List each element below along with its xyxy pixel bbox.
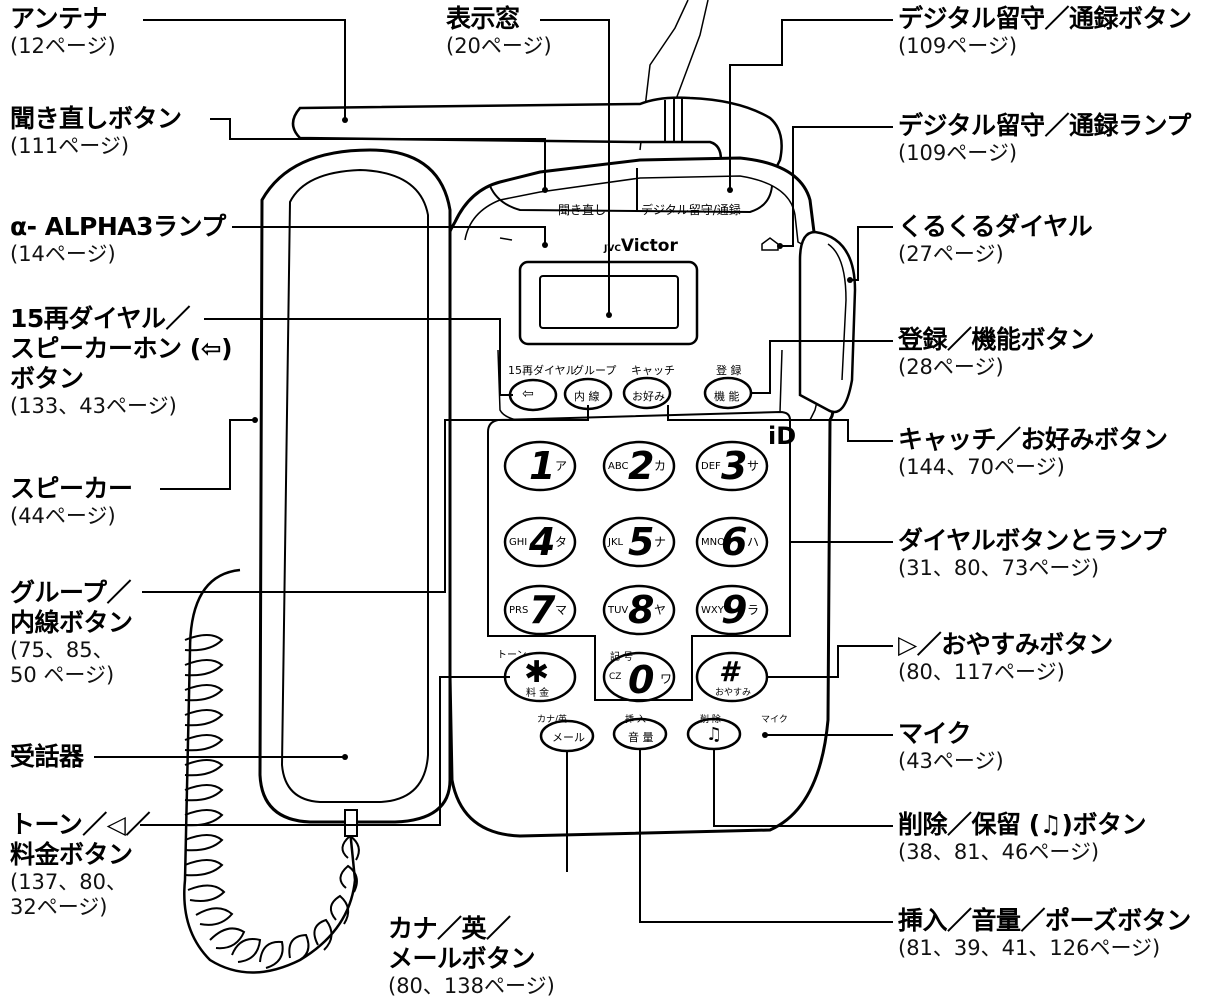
label-recheck: 聞き直しボタン(111ページ) bbox=[10, 104, 182, 158]
leader-lines bbox=[94, 19, 893, 923]
key-0 bbox=[602, 651, 676, 703]
group-button-label[interactable]: 内 線 bbox=[574, 390, 600, 403]
key-hash bbox=[695, 651, 769, 703]
zero-sub: CZ bbox=[609, 672, 622, 682]
key-4 bbox=[503, 516, 577, 568]
antenna bbox=[291, 96, 783, 178]
star-sub: 料 金 bbox=[526, 688, 550, 699]
func-label-catch: キャッチ bbox=[631, 364, 675, 377]
label-kana: カナ／英／メールボタン(80、138ページ) bbox=[388, 914, 555, 998]
label-catch: キャッチ／お好みボタン(144、70ページ) bbox=[898, 425, 1168, 479]
leader-dots bbox=[252, 117, 853, 760]
label-kurukuru: くるくるダイヤル(27ページ) bbox=[898, 212, 1093, 266]
cord-line-b bbox=[671, 0, 709, 111]
brand-logo: JVCVictor bbox=[604, 236, 678, 256]
key-hash-label[interactable]: # bbox=[719, 655, 739, 688]
volume-button-label[interactable]: 音 量 bbox=[628, 731, 654, 744]
label-display: 表示窓(20ページ) bbox=[446, 4, 552, 58]
kigo-label: 記 号 bbox=[610, 652, 634, 663]
catch-button-label[interactable]: お好み bbox=[632, 390, 665, 403]
label-dial: ダイヤルボタンとランプ(31、80、73ページ) bbox=[898, 526, 1167, 580]
cord-coils bbox=[184, 634, 360, 969]
hash-sub: おやすみ bbox=[715, 688, 752, 698]
label-redial: 15再ダイヤル／ スピーカーホン (⇦) ボタン(133、43ページ) bbox=[10, 304, 233, 418]
zero-kana: ワ bbox=[660, 672, 673, 686]
kurukuru-dial bbox=[798, 230, 857, 414]
bottom-label-mic: マイク bbox=[761, 715, 788, 725]
label-insert: 挿入／音量／ポーズボタン(81、39、41、126ページ) bbox=[898, 906, 1191, 960]
label-delete: 削除／保留 (♫)ボタン(38、81、46ページ) bbox=[898, 810, 1146, 864]
key-2 bbox=[602, 440, 676, 492]
label-digital-lamp: デジタル留守／通録ランプ(109ページ) bbox=[898, 111, 1191, 165]
label-mic: マイク(43ページ) bbox=[898, 719, 1004, 773]
key-1 bbox=[503, 440, 577, 492]
label-group: グループ／内線ボタン (75、85、50 ページ) bbox=[10, 578, 133, 687]
coiled-cord bbox=[183, 568, 357, 974]
label-digital-button: デジタル留守／通録ボタン(109ページ) bbox=[898, 4, 1192, 58]
key-5 bbox=[602, 516, 676, 568]
key-8 bbox=[602, 584, 676, 636]
key-3 bbox=[695, 440, 769, 492]
mail-button-label[interactable]: メール bbox=[552, 731, 585, 744]
key-7 bbox=[503, 584, 577, 636]
id-mark: iD bbox=[768, 422, 796, 450]
key-0-label[interactable]: 0 bbox=[628, 658, 655, 702]
catch-button bbox=[622, 376, 672, 410]
key-6 bbox=[695, 516, 769, 568]
label-receiver: 受話器 bbox=[10, 742, 84, 771]
top-button-digital-label: デジタル留守/通録 bbox=[641, 203, 741, 217]
tone-label: トーン bbox=[497, 650, 527, 661]
label-speaker: スピーカー(44ページ) bbox=[10, 474, 133, 528]
bottom-label-insert: 挿 入 bbox=[625, 715, 646, 725]
bottom-label-delete: 削 除 bbox=[700, 715, 721, 725]
hold-button bbox=[686, 717, 742, 751]
speakerphone-icon: ⇦ bbox=[200, 334, 222, 363]
key-star-label[interactable]: ✱ bbox=[524, 655, 550, 690]
func-label-redial: 15再ダイヤル bbox=[508, 364, 577, 377]
label-play: ▷／おやすみボタン(80、117ページ) bbox=[898, 630, 1113, 684]
top-button-recheck-label: 聞き直し bbox=[558, 203, 607, 217]
register-button bbox=[703, 376, 753, 410]
label-tone: トーン／◁／料金ボタン (137、80、32ページ) bbox=[10, 810, 150, 919]
label-register: 登録／機能ボタン(28ページ) bbox=[898, 325, 1095, 379]
speakerphone-icon: ⇦ bbox=[522, 386, 534, 402]
func-label-group: グループ bbox=[573, 364, 617, 377]
bottom-label-kana: カナ/英 bbox=[537, 715, 568, 725]
func-label-register: 登 録 bbox=[716, 364, 742, 377]
register-button-label[interactable]: 機 能 bbox=[714, 390, 740, 403]
label-alpha-lamp: α- ALPHA3ランプ(14ページ) bbox=[10, 212, 226, 266]
hold-button-label[interactable]: ♫ bbox=[706, 724, 723, 745]
volume-button bbox=[612, 717, 668, 751]
label-antenna: アンテナ(12ページ) bbox=[10, 4, 116, 58]
key-9 bbox=[695, 584, 769, 636]
